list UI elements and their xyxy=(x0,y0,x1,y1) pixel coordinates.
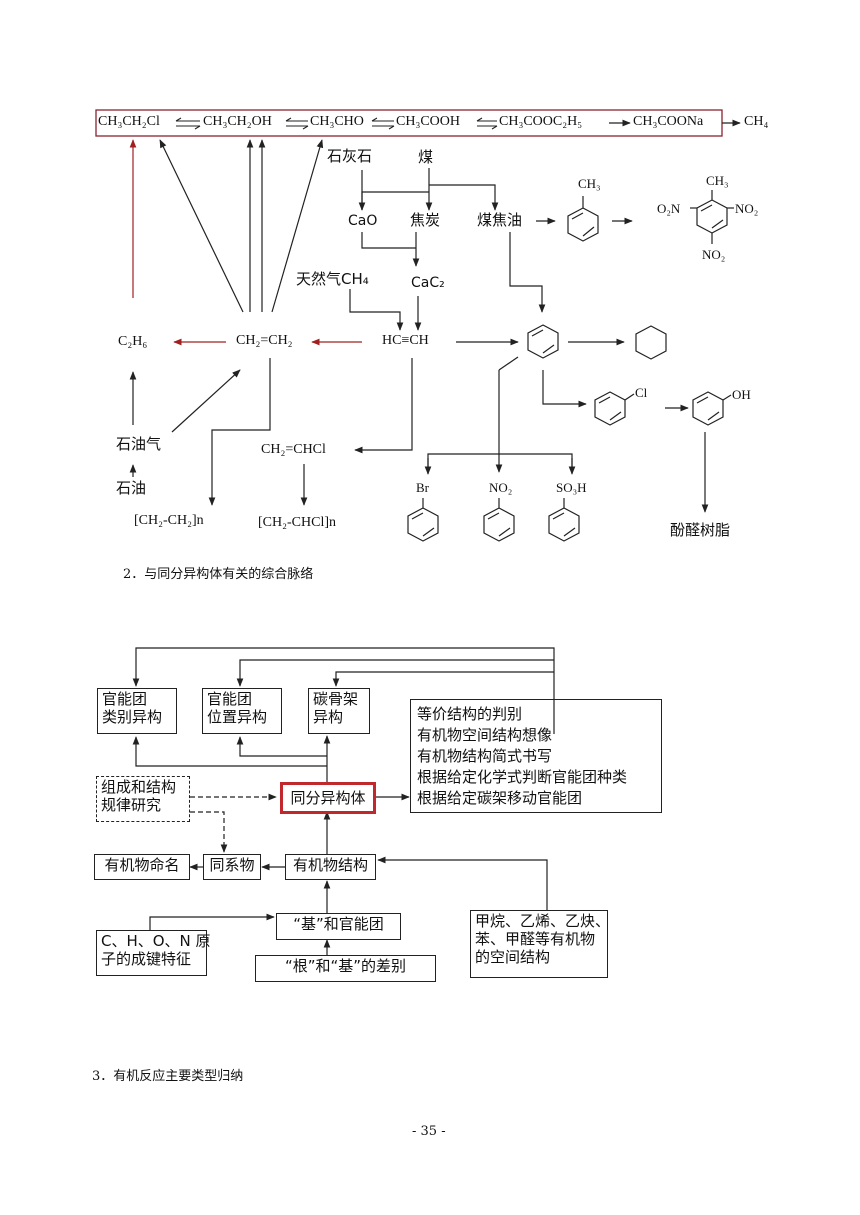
chem-chloroethane: CH₃CH₂Cl xyxy=(98,114,160,129)
label-petroleum-gas: 石油气 xyxy=(116,435,162,453)
box-functional-position-isomer: 官能团 位置异构 xyxy=(202,688,282,734)
sub-tnt-no2-bottom: NO₂ xyxy=(702,247,726,262)
box-application-list: 等价结构的判别 有机物空间结构想像 有机物结构简式书写 根据给定化学式判断官能团… xyxy=(410,699,662,813)
label-coal: 煤 xyxy=(418,148,434,166)
chem-acetic-acid: CH₃COOH xyxy=(396,114,460,129)
chem-acetylene: HC≡CH xyxy=(382,333,429,348)
box-functional-class-isomer: 官能团 类别异构 xyxy=(97,688,177,734)
box-composition-research: 组成和结构 规律研究 xyxy=(96,776,190,822)
box-organic-structure: 有机物结构 xyxy=(285,854,376,880)
label-phenolic-resin: 酚醛树脂 xyxy=(670,521,731,539)
box-chon-bonding: C、H、O、N 原 子的成键特征 xyxy=(96,930,211,976)
list-item-equivalent: 等价结构的判别 xyxy=(417,705,523,723)
sub-bromo: Br xyxy=(416,480,429,495)
chem-vinyl-chloride: CH₂=CHCl xyxy=(261,442,326,457)
section-caption-3: 3．有机反应主要类型归纳 xyxy=(92,1069,244,1084)
chem-ethyl-acetate: CH₃COOC₂H₅ xyxy=(499,114,583,129)
sub-toluene-ch3: CH₃ xyxy=(578,176,601,191)
sub-nitro: NO₂ xyxy=(489,480,513,495)
label-petroleum: 石油 xyxy=(116,479,147,497)
box-isomer-center: 同分异构体 xyxy=(280,782,376,814)
sub-hydroxyl: OH xyxy=(732,387,751,402)
chem-cao: CaO xyxy=(348,213,378,229)
box-carbon-skeleton-isomer: 碳骨架 异构 xyxy=(308,688,370,734)
chem-pvc: [CH₂-CHCl]n xyxy=(258,515,336,530)
sub-tnt-ch3: CH₃ xyxy=(706,173,729,188)
section-caption-2: 2．与同分异构体有关的综合脉络 xyxy=(123,567,314,582)
list-item-move-functional: 根据给定碳架移动官能团 xyxy=(417,789,583,807)
chem-ethane: C₂H₆ xyxy=(118,334,148,349)
box-organic-naming: 有机物命名 xyxy=(94,854,190,880)
chem-ethylene: CH₂=CH₂ xyxy=(236,333,293,348)
list-item-formula-writing: 有机物结构简式书写 xyxy=(417,747,553,765)
sub-tnt-no2-right: NO₂ xyxy=(735,201,759,216)
chem-sodium-acetate: CH₃COONa xyxy=(633,114,704,129)
label-coal-tar: 煤焦油 xyxy=(477,211,523,229)
page-number: - 35 - xyxy=(412,1124,446,1139)
chem-ethanol: CH₃CH₂OH xyxy=(203,114,272,129)
label-natural-gas: 天然气CH₄ xyxy=(296,270,369,288)
box-homolog: 同系物 xyxy=(203,854,261,880)
sub-sulfonic: SO₃H xyxy=(556,480,587,495)
chem-cac2: CaC₂ xyxy=(411,275,445,291)
chem-acetaldehyde: CH₃CHO xyxy=(310,114,364,129)
chem-polyethylene: [CH₂-CH₂]n xyxy=(134,513,204,528)
list-item-functional-types: 根据给定化学式判断官能团种类 xyxy=(417,768,628,786)
chem-methane: CH₄ xyxy=(744,114,769,129)
box-groups-functional: “基”和官能团 xyxy=(276,913,401,940)
label-coke: 焦炭 xyxy=(410,211,441,229)
label-limestone: 石灰石 xyxy=(327,147,373,165)
box-spatial-structures: 甲烷、乙烯、乙炔、 苯、甲醛等有机物 的空间结构 xyxy=(470,910,610,978)
sub-chloro: Cl xyxy=(635,385,648,400)
box-root-vs-group: “根”和“基”的差别 xyxy=(255,955,436,982)
sub-tnt-o2n: O₂N xyxy=(657,201,681,216)
benzene-rings xyxy=(407,190,734,542)
list-item-spatial: 有机物空间结构想像 xyxy=(417,726,553,744)
